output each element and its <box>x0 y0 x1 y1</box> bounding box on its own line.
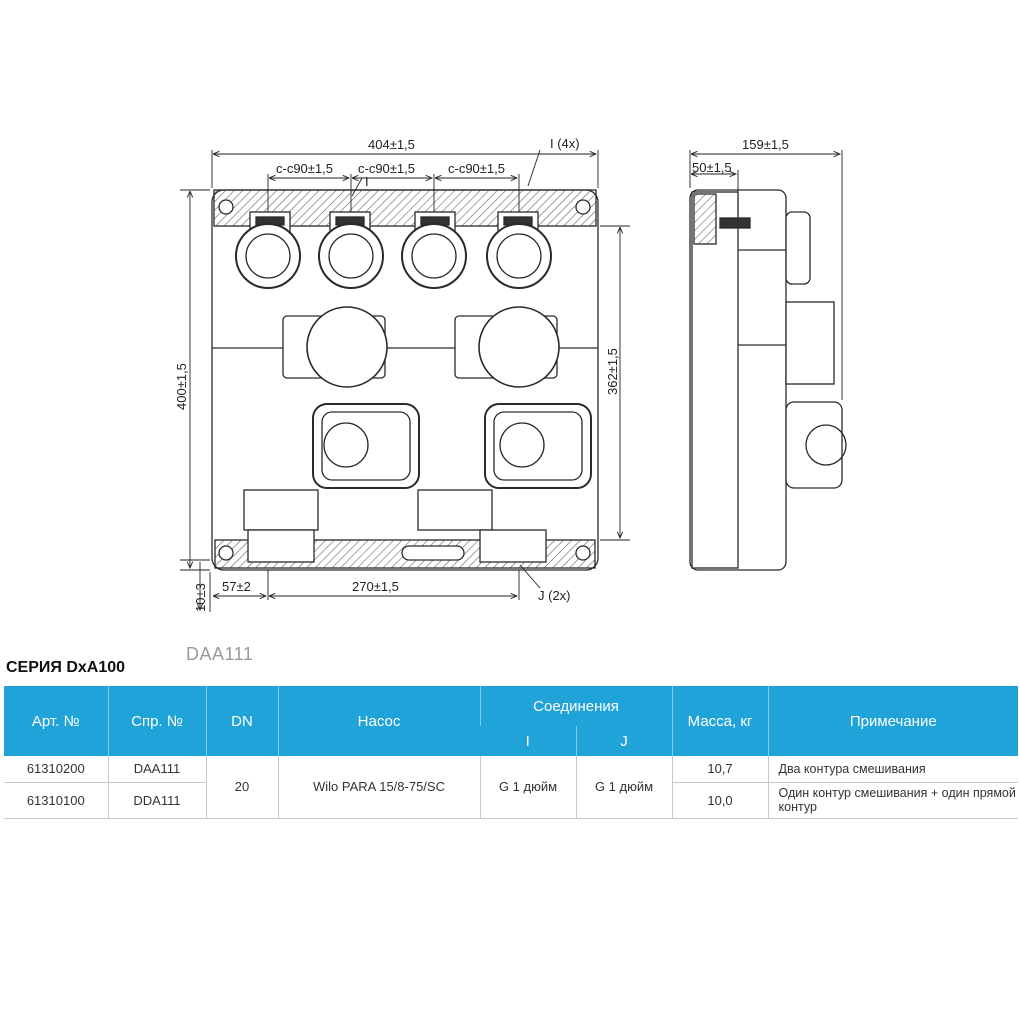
table-row: 61310200 DAA111 20 Wilo PARA 15/8-75/SC … <box>4 756 1019 819</box>
product-caption: DAA111 <box>186 644 254 664</box>
header-dn: DN <box>205 686 278 756</box>
table-row: 61310100 DDA111 10,0 Один контур смешива… <box>4 782 1019 819</box>
dim-width-total: 404±1,5 <box>368 137 415 152</box>
technical-drawing: 404±1,5 c-c90±1,5 c-c90±1,5 c-c90±1,5 I … <box>174 136 847 612</box>
dim-side-offset: 50±1,5 <box>692 160 732 175</box>
label-i: I <box>365 174 369 189</box>
cell-note: Два контура смешивания <box>767 756 1019 783</box>
dim-side-depth: 159±1,5 <box>742 137 789 152</box>
label-i-4x: I (4x) <box>550 136 580 151</box>
dim-cc1: c-c90±1,5 <box>276 161 333 176</box>
cell-pump: Wilo PARA 15/8-75/SC <box>277 756 480 819</box>
dim-cc2: c-c90±1,5 <box>358 161 415 176</box>
dim-cc3: c-c90±1,5 <box>448 161 505 176</box>
cell-art: 61310200 <box>4 756 108 783</box>
front-view <box>211 189 599 571</box>
header-art: Арт. № <box>4 686 108 756</box>
header-pump: Насос <box>277 686 480 756</box>
spec-table: Арт. № Спр. № DN Насос Соединения Масса,… <box>4 686 1019 819</box>
header-conn-i: I <box>480 726 576 756</box>
side-view <box>689 189 847 571</box>
dim-offset-bottom: 10±3 <box>193 583 208 612</box>
dim-height-total: 400±1,5 <box>174 363 189 410</box>
label-j-2x: J (2x) <box>538 588 571 603</box>
series-title: СЕРИЯ DxA100 <box>6 659 126 676</box>
cell-conn-j: G 1 дюйм <box>575 756 673 819</box>
header-note: Примечание <box>767 686 1019 756</box>
cell-note: Один контур смешивания + один прямой кон… <box>767 782 1019 819</box>
header-connections: Соединения <box>479 686 673 726</box>
dimension-lines <box>180 149 843 612</box>
cell-mass: 10,0 <box>671 782 769 819</box>
dim-spacing-bottom: 270±1,5 <box>352 579 399 594</box>
cell-art: 61310100 <box>4 782 108 819</box>
cell-conn-i: G 1 дюйм <box>479 756 576 819</box>
dim-height-inner: 362±1,5 <box>605 348 620 395</box>
cell-spr: DDA111 <box>107 782 206 819</box>
cell-spr: DAA111 <box>107 756 206 783</box>
header-conn-j: J <box>575 726 673 756</box>
cell-dn: 20 <box>205 756 278 819</box>
cell-mass: 10,7 <box>671 756 769 783</box>
header-spr: Спр. № <box>107 686 206 756</box>
header-mass: Масса, кг <box>671 686 769 756</box>
dim-offset-left: 57±2 <box>222 579 251 594</box>
